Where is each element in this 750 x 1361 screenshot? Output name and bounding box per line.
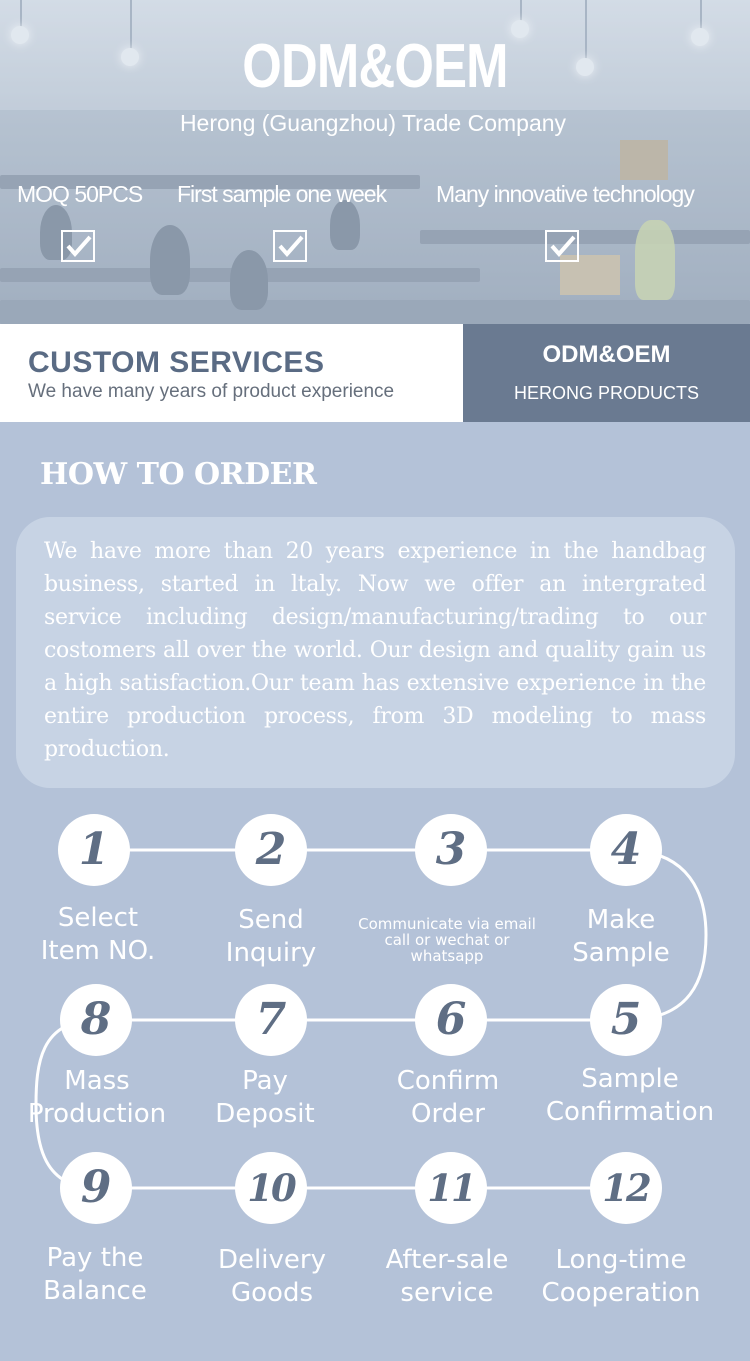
worker: [150, 225, 190, 295]
step-12-circle: 12: [590, 1152, 662, 1224]
step-8-number: 8: [80, 994, 112, 1045]
company-description-card: We have more than 20 years experience in…: [16, 517, 735, 788]
connector-curve-left: [34, 1018, 97, 1190]
badge-subtitle: HERONG PRODUCTS: [513, 383, 699, 403]
check-icon: [545, 230, 579, 262]
feature-moq: MOQ 50PCS: [17, 181, 143, 207]
step-7-number: 7: [255, 994, 287, 1045]
steps-connector-lines: [34, 848, 708, 1190]
step-6-number: 6: [435, 994, 467, 1045]
step-5-number: 5: [610, 994, 642, 1045]
ceiling-lamp: [511, 20, 529, 38]
hero-subtitle: Herong (Guangzhou) Trade Company: [179, 110, 567, 136]
worker: [40, 205, 72, 260]
step-7-circle: 7: [235, 984, 307, 1056]
how-to-order-title: HOW TO ORDER: [40, 457, 317, 492]
lamp-cord: [520, 0, 522, 22]
step-1-number: 1: [78, 824, 110, 875]
step-12-number: 12: [602, 1166, 652, 1210]
connector-curve-right: [623, 848, 708, 1022]
step-10-number: 10: [247, 1166, 297, 1210]
step-9-number: 9: [80, 1162, 112, 1213]
step-1-circle: 1: [58, 814, 130, 886]
worker: [330, 200, 360, 250]
feature-first-sample: First sample one week: [177, 181, 387, 207]
step-8-circle: 8: [60, 984, 132, 1056]
ceiling-lamp: [691, 28, 709, 46]
carton-box: [620, 140, 668, 180]
step-4-number: 4: [610, 824, 642, 875]
step-6-circle: 6: [415, 984, 487, 1056]
feature-technology: Many innovative technology: [436, 181, 695, 207]
badge-title: ODM&OEM: [542, 341, 671, 368]
step-2-number: 2: [255, 824, 287, 875]
bottle: [635, 220, 675, 300]
ceiling-lamp: [11, 26, 29, 44]
step-11-number: 11: [427, 1166, 477, 1210]
custom-services-title: CUSTOM SERVICES: [28, 346, 325, 379]
work-bench: [0, 175, 420, 189]
step-3-number: 3: [435, 824, 467, 875]
step-11-circle: 11: [415, 1152, 487, 1224]
lamp-cord: [130, 0, 132, 50]
lamp-cord: [700, 0, 702, 30]
step-3-circle: 3: [415, 814, 487, 886]
check-icon: [61, 230, 95, 262]
lamp-cord: [20, 0, 22, 28]
ceiling-lamp: [576, 58, 594, 76]
hero-overlay: [0, 0, 750, 324]
step-10-circle: 10: [235, 1152, 307, 1224]
ceiling-lamp: [121, 48, 139, 66]
hero-banner: ODM&OEM Herong (Guangzhou) Trade Company…: [0, 0, 750, 324]
step-9-circle: 9: [60, 1152, 132, 1224]
work-bench: [0, 300, 750, 324]
worker: [230, 250, 268, 310]
hero-title: ODM&OEM: [242, 32, 508, 101]
herong-products-badge: ODM&OEM HERONG PRODUCTS: [463, 324, 750, 422]
company-description: We have more than 20 years experience in…: [44, 539, 706, 762]
step-2-circle: 2: [235, 814, 307, 886]
custom-services-panel: CUSTOM SERVICES We have many years of pr…: [0, 324, 463, 422]
step-5-circle: 5: [590, 984, 662, 1056]
check-icon: [273, 230, 307, 262]
step-4-circle: 4: [590, 814, 662, 886]
lamp-cord: [585, 0, 587, 60]
custom-services-subtitle: We have many years of product experience: [28, 381, 395, 402]
